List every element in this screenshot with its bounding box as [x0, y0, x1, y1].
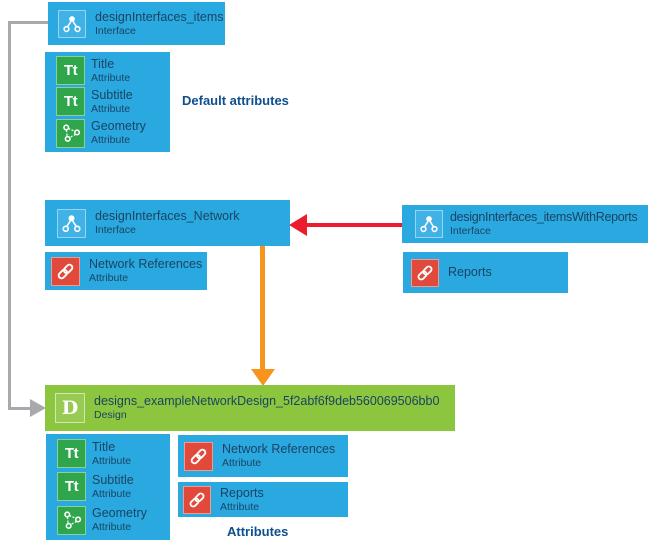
node-type-label: Interface	[450, 225, 491, 237]
connector-gray-top-segment	[8, 21, 48, 24]
attribute-title: Subtitle	[91, 87, 133, 102]
attribute-type-label: Attribute	[92, 454, 132, 467]
node-itemswithreports-interface: designInterfaces_itemsWithReports Interf…	[402, 205, 648, 243]
caption-default-attributes: Default attributes	[182, 93, 289, 108]
attribute-title: Reports	[448, 265, 492, 279]
caption-attributes: Attributes	[227, 524, 289, 539]
share-nodes-icon	[57, 208, 86, 238]
arrow-orange-line	[260, 246, 265, 370]
attribute-title: Geometry	[92, 506, 147, 521]
design-pencil-icon: D	[55, 393, 85, 423]
attribute-title: Geometry	[91, 119, 146, 134]
attribute-type-label: Attribute	[92, 487, 132, 500]
text-format-glyph: Tt	[63, 93, 78, 111]
attribute-title: Title	[92, 439, 116, 454]
attribute-row-geometry: Geometry Attribute	[57, 505, 170, 535]
share-nodes-icon	[58, 9, 86, 38]
attribute-type-label: Attribute	[222, 457, 262, 469]
attribute-title: Reports	[220, 485, 264, 500]
group-default-attributes: Tt Title Attribute Tt Subtitle Attribute	[45, 52, 170, 152]
geometry-polygon-icon	[57, 505, 86, 535]
node-type-label: Interface	[95, 224, 136, 236]
node-type-label: Design	[94, 409, 127, 421]
node-design: D designs_exampleNetworkDesign_5f2abf6f9…	[45, 385, 455, 431]
text-format-icon: Tt	[56, 87, 85, 117]
attribute-row-geometry: Geometry Attribute	[56, 118, 170, 148]
node-title: designs_exampleNetworkDesign_5f2abf6f9de…	[94, 394, 440, 408]
orange-arrowhead-icon	[251, 369, 275, 386]
attribute-row-title: Tt Title Attribute	[57, 439, 170, 469]
connector-gray-bottom-segment	[8, 407, 32, 410]
attribute-title: Title	[91, 56, 115, 71]
node-network-references-attribute: Network References Attribute	[45, 252, 207, 290]
attribute-type-label: Attribute	[91, 71, 131, 84]
chain-link-icon	[411, 258, 439, 287]
node-type-label: Interface	[95, 24, 136, 37]
node-reports-attribute: Reports	[403, 252, 568, 293]
attribute-type-label: Attribute	[91, 102, 131, 115]
attribute-title: Network References	[89, 257, 203, 271]
node-title: designInterfaces_items	[95, 9, 224, 24]
group-design-default-attributes: Tt Title Attribute Tt Subtitle Attribute	[46, 434, 170, 540]
text-format-icon: Tt	[57, 439, 86, 469]
attribute-row-subtitle: Tt Subtitle Attribute	[57, 472, 170, 502]
share-nodes-icon	[415, 210, 443, 238]
connector-gray-vertical-segment	[8, 21, 11, 410]
text-format-glyph: Tt	[64, 445, 79, 463]
text-format-icon: Tt	[57, 472, 86, 502]
arrow-red-line	[305, 223, 402, 227]
text-format-glyph: Tt	[63, 62, 78, 80]
red-arrowhead-icon	[289, 214, 307, 236]
chain-link-icon	[51, 256, 80, 286]
node-design-reports-attribute: Reports Attribute	[178, 482, 348, 517]
attribute-title: Subtitle	[92, 472, 134, 487]
attribute-type-label: Attribute	[220, 500, 260, 513]
chain-link-icon	[183, 485, 211, 514]
attribute-type-label: Attribute	[91, 134, 131, 147]
node-items-interface: designInterfaces_items Interface	[48, 2, 225, 45]
node-title: designInterfaces_Network	[95, 209, 240, 223]
attribute-title: Network References	[222, 442, 336, 456]
design-letter-glyph: D	[61, 396, 79, 419]
chain-link-icon	[184, 441, 213, 471]
attribute-type-label: Attribute	[89, 272, 129, 284]
text-format-icon: Tt	[56, 56, 85, 86]
attribute-row-subtitle: Tt Subtitle Attribute	[56, 87, 170, 117]
node-design-network-references-attribute: Network References Attribute	[178, 435, 348, 477]
attribute-type-label: Attribute	[92, 521, 132, 534]
node-network-interface: designInterfaces_Network Interface	[45, 200, 290, 246]
gray-arrowhead-icon	[30, 399, 46, 417]
attribute-row-title: Tt Title Attribute	[56, 56, 170, 86]
node-title: designInterfaces_itemsWithReports	[450, 210, 638, 224]
text-format-glyph: Tt	[64, 478, 79, 496]
geometry-polygon-icon	[56, 118, 85, 148]
